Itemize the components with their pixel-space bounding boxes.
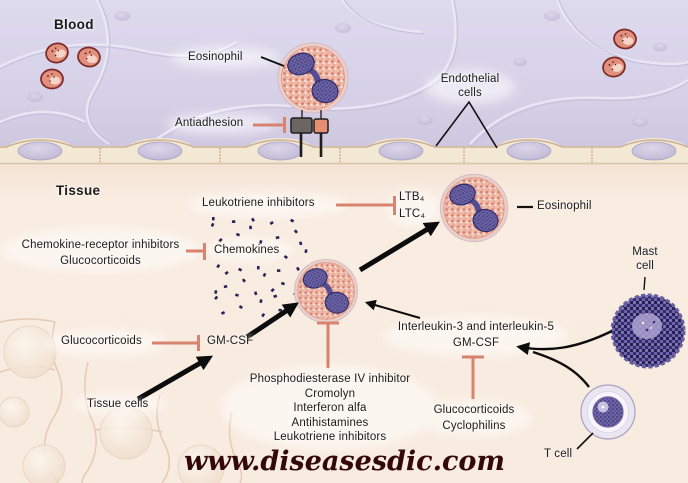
tcell-drugs-label: Glucocorticoids Cyclophilins bbox=[433, 404, 515, 432]
inhibit-glucocorticoids-gmcsf bbox=[152, 335, 200, 351]
glucocorticoids-left-label: Glucocorticoids bbox=[61, 335, 142, 347]
inhibit-chemokine bbox=[186, 243, 206, 260]
tissue-region-background bbox=[0, 47, 688, 483]
antiadhesion-label: Antiadhesion bbox=[175, 117, 244, 129]
arrow-tissue-cells-to-gmcsf bbox=[136, 355, 214, 402]
endothelium-layer bbox=[0, 138, 688, 165]
watermark-url: www.diseasesdic.com bbox=[184, 446, 505, 477]
inhibit-eosinophil-drugs bbox=[317, 321, 339, 368]
eosinophil-blood-pointer-line bbox=[260, 56, 285, 67]
t-cell-label: T cell bbox=[544, 448, 573, 460]
eosinophil-cell-tissue-upper bbox=[440, 174, 507, 241]
endothelial-cell-nucleus bbox=[17, 141, 677, 161]
inhibit-antiadhesion bbox=[253, 117, 286, 133]
tissue-region-label: Tissue bbox=[56, 183, 101, 198]
arrow-eosinophil-migration bbox=[358, 221, 440, 273]
leukotriene-inhibitors-label: Leukotriene inhibitors bbox=[202, 197, 315, 209]
arrow-interleukin-to-eosinophil bbox=[364, 299, 421, 319]
line-t-cell-to-gmcsf bbox=[532, 350, 590, 388]
inhibit-leukotriene bbox=[336, 196, 396, 215]
adhesion-molecules bbox=[290, 110, 329, 157]
endothelial-cells-label: Endothelial cells bbox=[440, 73, 500, 99]
chemokine-particles bbox=[210, 217, 308, 318]
arrow-mast-cell-to-gmcsf bbox=[516, 329, 613, 355]
interleukin-gmcsf-label: Interleukin-3 and interleukin-5 GM-CSF bbox=[397, 321, 555, 349]
t-cell-pointer-line bbox=[576, 432, 594, 450]
mast-cell-label: Mast cell bbox=[632, 246, 658, 272]
eosinophil-cell-tissue-middle bbox=[295, 260, 358, 323]
inhibit-tcell-drugs bbox=[462, 355, 484, 399]
eosinophil-cell-blood bbox=[278, 43, 348, 157]
tissue-cells-label: Tissue cells bbox=[87, 398, 149, 410]
t-cell bbox=[580, 384, 636, 440]
gm-csf-left-label: GM-CSF bbox=[207, 335, 254, 347]
chemokines-label: Chemokines bbox=[214, 244, 280, 256]
eosinophil-blood-label: Eosinophil bbox=[188, 51, 243, 63]
eosinophil-drugs-list: Phosphodiesterase IV inhibitor Cromolyn … bbox=[249, 373, 411, 444]
mast-cell bbox=[610, 293, 686, 369]
arrow-gmcsf-to-eosinophil bbox=[245, 302, 299, 340]
chemokine-inhibitors-label: Chemokine-receptor inhibitors Glucocorti… bbox=[21, 239, 180, 267]
blood-region-label: Blood bbox=[54, 17, 94, 32]
endothelial-cells-pointer-lines bbox=[435, 100, 498, 149]
mast-cell-pointer-line bbox=[643, 276, 646, 291]
eosinophil-tissue-label: Eosinophil bbox=[537, 200, 592, 212]
ltb4-label: LTB₄ bbox=[399, 191, 425, 203]
ltc4-label: LTC₄ bbox=[399, 208, 426, 220]
